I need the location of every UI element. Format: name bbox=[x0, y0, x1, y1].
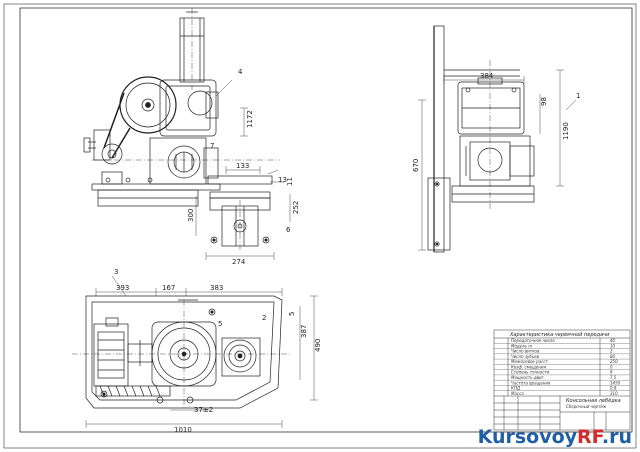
spec-row-lines bbox=[494, 343, 630, 391]
spec-row-key: Коэф. смещения bbox=[511, 364, 547, 369]
spec-row-value: 1450 bbox=[610, 380, 621, 385]
spec-row-value: 310 bbox=[610, 391, 618, 396]
dim-133: 133 bbox=[236, 162, 249, 170]
dim-670: 670 bbox=[412, 159, 420, 172]
spec-row-key: Число зубьев bbox=[511, 354, 540, 359]
spec-row-key: Передаточное число bbox=[511, 338, 555, 343]
dim-383: 383 bbox=[210, 284, 223, 292]
leader-6: 6 bbox=[286, 226, 291, 234]
leader-7: 7 bbox=[210, 142, 214, 150]
dim-11: 11 bbox=[286, 177, 294, 186]
spec-row-key: Модуль m bbox=[511, 343, 532, 348]
dim-1010: 1010 bbox=[174, 426, 192, 434]
dim-13: 13 bbox=[278, 176, 287, 184]
drawing-name: Консольная лебёдка bbox=[566, 398, 621, 404]
front-view bbox=[83, 8, 280, 252]
spec-row-value: 250 bbox=[610, 359, 618, 364]
spec-table-title: Характеристика червячной передачи bbox=[509, 332, 610, 338]
outer-frame bbox=[3, 3, 637, 449]
side-view bbox=[427, 25, 535, 253]
watermark-accent: RF bbox=[577, 426, 602, 448]
leader-5: 5 bbox=[218, 320, 222, 328]
watermark-tail: .ru bbox=[601, 426, 632, 448]
dim-393: 393 bbox=[116, 284, 129, 292]
spec-row-key: Частота вращения bbox=[511, 380, 551, 385]
dim-384: 384 bbox=[480, 72, 494, 80]
dim-98: 98 bbox=[540, 97, 548, 106]
spec-row-value: 0,8 bbox=[610, 386, 617, 391]
spec-row-key: Межосевое расст. bbox=[511, 359, 549, 364]
plan-view bbox=[72, 295, 290, 410]
spec-row-key: Мощность двиг. bbox=[511, 375, 545, 380]
spec-row-key: Масса bbox=[511, 391, 524, 396]
dim-167: 167 bbox=[162, 284, 175, 292]
drawing-subname: Сборочный чертёж bbox=[566, 404, 607, 409]
leader-4: 4 bbox=[238, 68, 243, 76]
spec-row-key: Число витков bbox=[511, 349, 540, 354]
leader-3: 3 bbox=[114, 268, 118, 276]
leader-1: 1 bbox=[576, 92, 580, 100]
dim-1190: 1190 bbox=[562, 122, 570, 140]
dim-252: 252 bbox=[292, 201, 300, 214]
site-watermark: KursovoyRF.ru bbox=[478, 426, 632, 448]
dim-274: 274 bbox=[232, 258, 246, 266]
watermark-main: Kursovoy bbox=[477, 426, 578, 448]
dim-5: 5 bbox=[288, 312, 296, 316]
dim-37: 37±2 bbox=[194, 406, 213, 414]
spec-row-value: 80 bbox=[610, 354, 616, 359]
dim-300: 300 bbox=[187, 209, 195, 222]
plan-view-dimensions bbox=[85, 275, 318, 428]
front-view-dimensions bbox=[195, 79, 291, 260]
spec-row-value: 8 bbox=[610, 370, 613, 375]
spec-row-value: 10 bbox=[610, 343, 616, 348]
inner-frame bbox=[19, 7, 633, 433]
title-block bbox=[493, 329, 631, 431]
side-view-dimensions bbox=[418, 69, 577, 251]
dim-387: 387 bbox=[300, 325, 308, 338]
dim-490: 490 bbox=[314, 339, 322, 352]
spec-row-key: КПД bbox=[511, 386, 520, 391]
leader-2: 2 bbox=[262, 314, 266, 322]
spec-row-value: 40 bbox=[610, 338, 616, 343]
spec-row-value: 7,5 bbox=[610, 375, 617, 380]
dim-1172: 1172 bbox=[246, 110, 254, 128]
spec-row-value: 2 bbox=[610, 349, 613, 354]
spec-row-key: Степень точности bbox=[511, 370, 550, 375]
spec-row-value: 0 bbox=[610, 364, 613, 369]
